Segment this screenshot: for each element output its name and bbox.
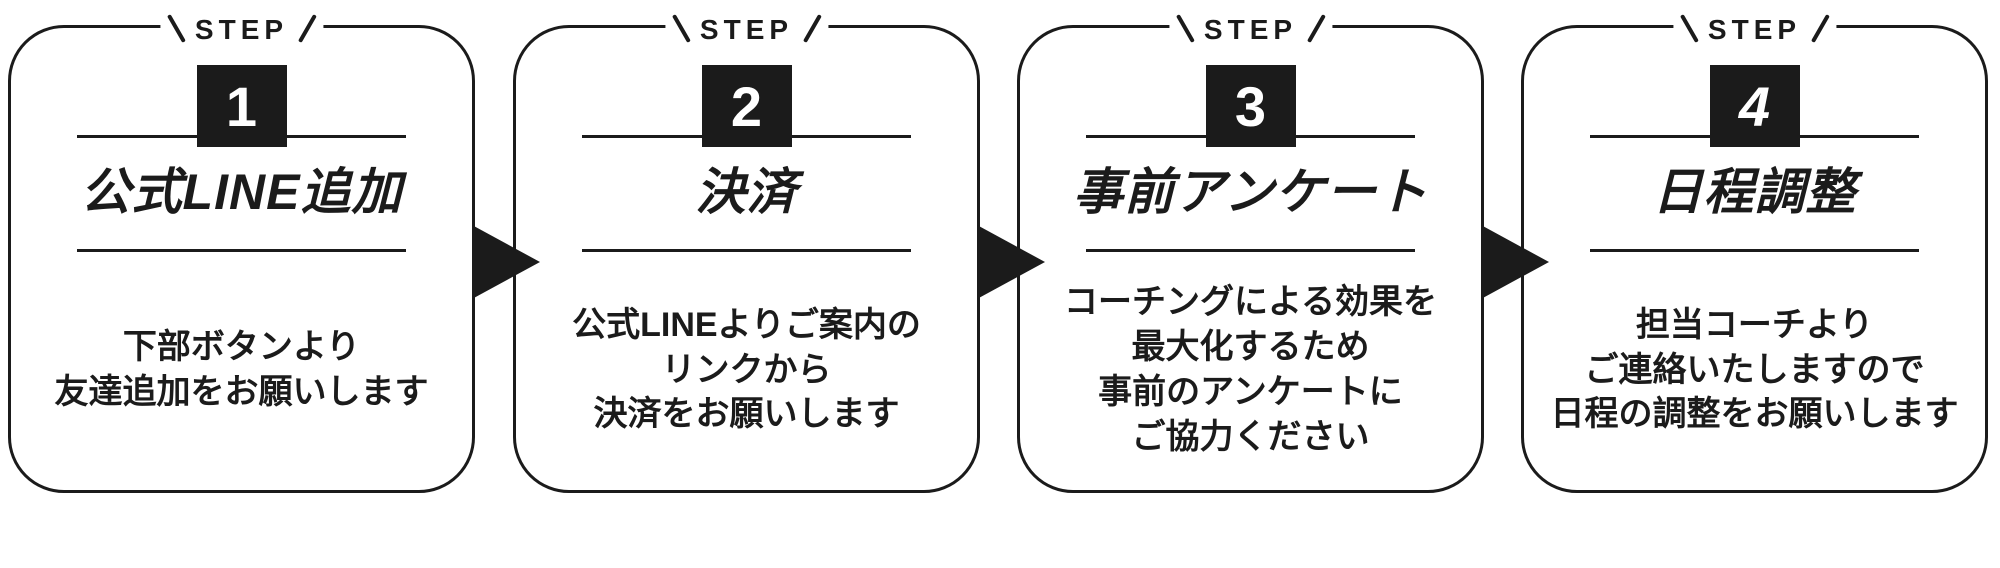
number-rule-left [1590, 135, 1710, 138]
forward-slash-icon [1810, 13, 1830, 43]
step-description: 公式LINEよりご案内の リンクから 決済をお願いします [572, 305, 921, 434]
step-description: 下部ボタンより 友達追加をお願いします [54, 328, 429, 411]
number-rule-right [1799, 135, 1919, 138]
number-row: 3 [1020, 65, 1481, 147]
backslash-icon [166, 13, 186, 43]
step-card-4: STEP 4 日程調整 担当コーチより ご連絡いたしますので 日程の調整をお願い… [1521, 7, 1988, 493]
step-title: 決済 [695, 164, 798, 220]
number-rule-right [286, 135, 406, 138]
step-label: STEP [194, 14, 289, 45]
arrow-right-icon [1481, 225, 1549, 299]
number-row: 2 [516, 65, 977, 147]
number-row: 4 [1524, 65, 1985, 147]
step-tab: STEP [159, 7, 324, 49]
backslash-icon [1175, 13, 1195, 43]
forward-slash-icon [1306, 13, 1326, 43]
step-tab: STEP [1672, 7, 1837, 49]
title-underline [1086, 249, 1415, 252]
title-underline [582, 249, 911, 252]
forward-slash-icon [297, 13, 317, 43]
number-row: 1 [11, 65, 472, 147]
step-tab: STEP [664, 7, 829, 49]
step-description: 担当コーチより ご連絡いたしますので 日程の調整をお願いします [1550, 305, 1959, 434]
step-description: コーチングによる効果を 最大化するため 事前のアンケートに ご協力ください [1064, 283, 1437, 456]
step-label: STEP [1203, 14, 1298, 45]
forward-slash-icon [802, 13, 822, 43]
title-underline [1590, 249, 1919, 252]
number-rule-left [1086, 135, 1206, 138]
step-card-3: STEP 3 事前アンケート コーチングによる効果を 最大化するため 事前のアン… [1017, 7, 1484, 493]
step-number-badge: 1 [196, 65, 287, 147]
step-label: STEP [1707, 14, 1802, 45]
step-card-2: STEP 2 決済 公式LINEよりご案内の リンクから 決済をお願いします [513, 7, 980, 493]
step-number-badge: 2 [701, 65, 792, 147]
step-number-badge: 3 [1205, 65, 1296, 147]
arrow-right-icon [977, 225, 1045, 299]
step-card-1: STEP 1 公式LINE追加 下部ボタンより 友達追加をお願いします [8, 7, 475, 493]
number-rule-left [77, 135, 197, 138]
number-rule-right [1295, 135, 1415, 138]
step-tab: STEP [1168, 7, 1333, 49]
step-title: 日程調整 [1652, 164, 1857, 220]
step-number-badge: 4 [1709, 65, 1800, 147]
step-label: STEP [699, 14, 794, 45]
title-underline [77, 249, 406, 252]
step-title: 公式LINE追加 [80, 164, 403, 220]
backslash-icon [1679, 13, 1699, 43]
arrow-right-icon [472, 225, 540, 299]
number-rule-right [791, 135, 911, 138]
step-title: 事前アンケート [1073, 164, 1428, 220]
number-rule-left [582, 135, 702, 138]
backslash-icon [671, 13, 691, 43]
